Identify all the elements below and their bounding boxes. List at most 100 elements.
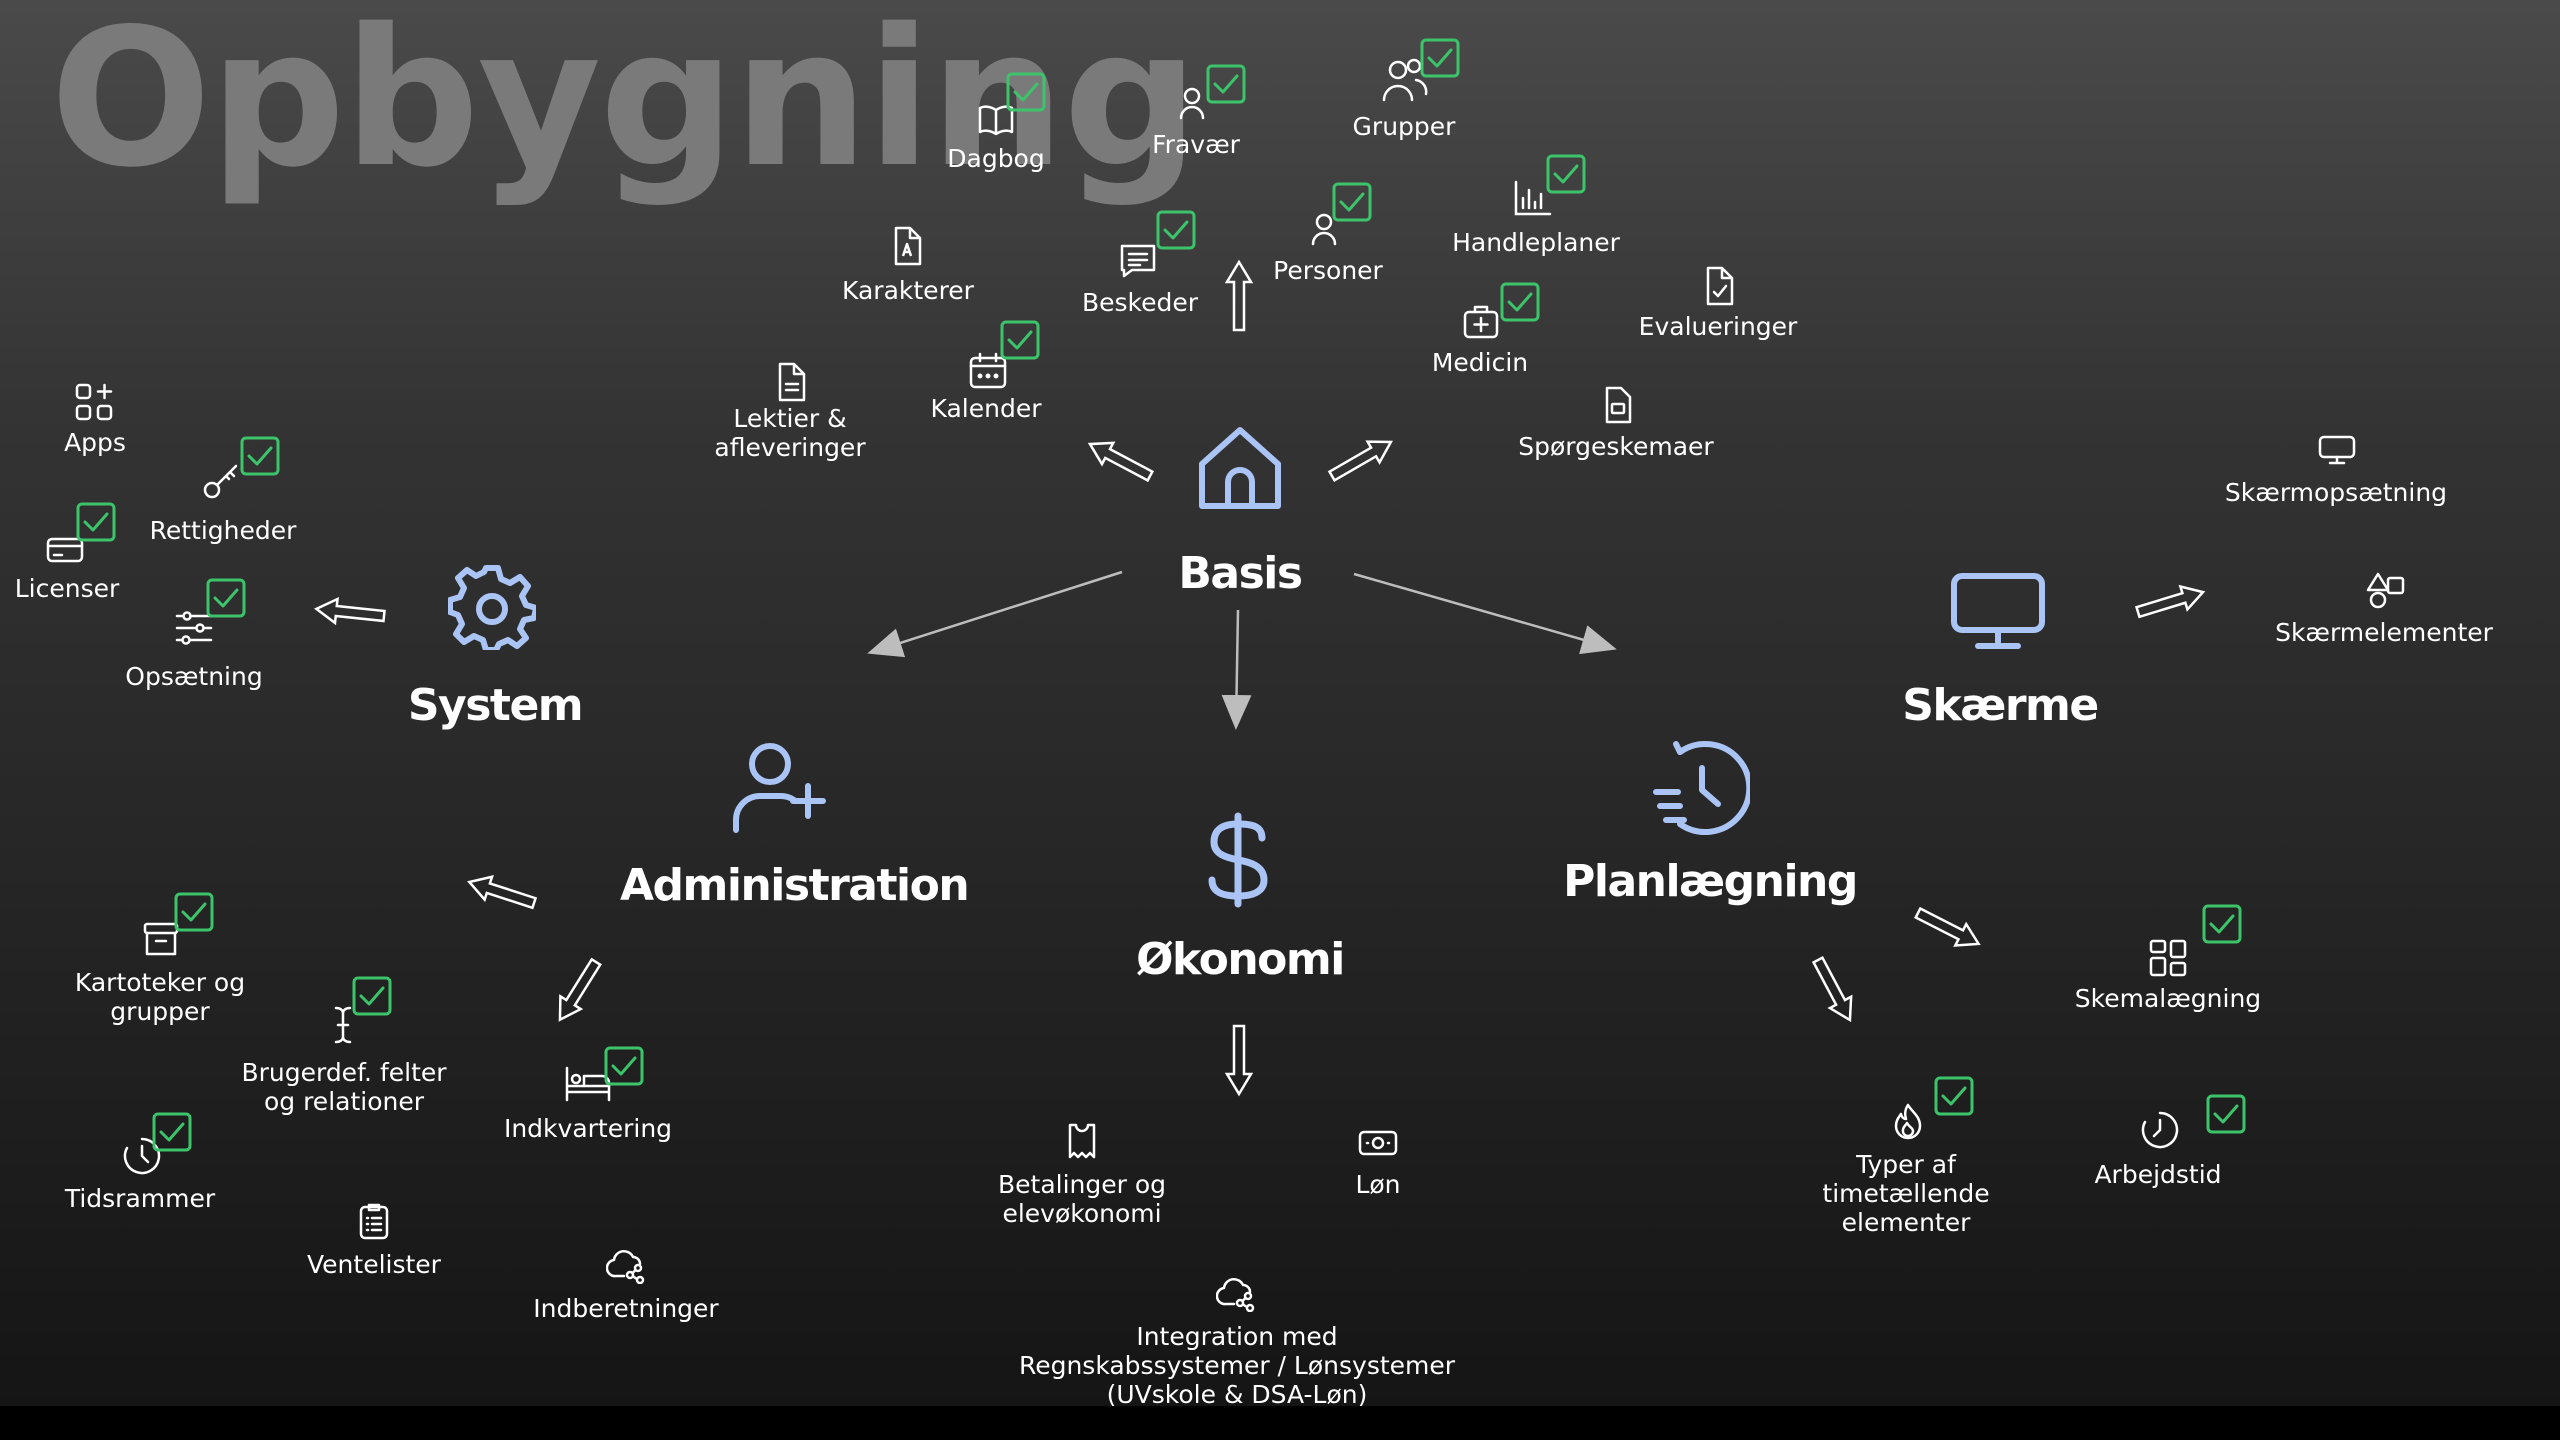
- clock-history-icon: [1650, 738, 1750, 838]
- hub-okonomi[interactable]: Økonomi: [1120, 934, 1360, 985]
- block-arrow-okonomi-down: [1224, 1024, 1254, 1097]
- cloud-share-icon: [606, 1248, 648, 1284]
- person-icon: [1178, 86, 1206, 120]
- arrow-basis-to-okonomi: [1221, 609, 1252, 730]
- receipt-icon: [1066, 1122, 1098, 1160]
- people-icon: [1380, 54, 1430, 104]
- hub-system[interactable]: System: [380, 680, 610, 731]
- home-icon: [1192, 420, 1288, 516]
- monitor-small-icon: [2318, 434, 2356, 466]
- check-icon: [1156, 210, 1196, 254]
- item-betalinger[interactable]: Betalinger og elevøkonomi: [960, 1170, 1204, 1228]
- apps-icon: [74, 382, 114, 422]
- item-label: Fravær: [1152, 130, 1240, 159]
- bar-chart-icon: [1512, 180, 1552, 218]
- item-spoergeskemaer[interactable]: Spørgeskemaer: [1516, 432, 1716, 461]
- item-evalueringer[interactable]: Evalueringer: [1618, 312, 1818, 341]
- item-label: Lektier & afleveringer: [714, 404, 866, 462]
- check-icon: [240, 436, 280, 480]
- item-medicin[interactable]: Medicin: [1380, 348, 1580, 377]
- item-grupper[interactable]: Grupper: [1304, 112, 1504, 141]
- item-label: Arbejdstid: [2094, 1160, 2222, 1189]
- item-loen[interactable]: Løn: [1278, 1170, 1478, 1199]
- item-label: Typer af timetællende elementer: [1822, 1150, 1990, 1237]
- arrow-basis-to-administration: [867, 570, 1123, 658]
- item-apps[interactable]: Apps: [0, 428, 190, 457]
- shapes-icon: [2366, 570, 2406, 610]
- user-plus-icon: [730, 740, 826, 836]
- item-opsaetning[interactable]: Opsætning: [94, 662, 294, 691]
- clock-icon: [2140, 1110, 2180, 1150]
- form-icon: [1602, 386, 1632, 424]
- check-icon: [1206, 64, 1246, 108]
- item-handleplaner[interactable]: Handleplaner: [1436, 228, 1636, 257]
- item-skaermelementer[interactable]: Skærmelementer: [2264, 618, 2504, 647]
- item-beskeder[interactable]: Beskeder: [1040, 288, 1240, 317]
- item-fravaer[interactable]: Fravær: [1096, 130, 1296, 159]
- item-kalender[interactable]: Kalender: [886, 394, 1086, 423]
- item-skaermopsaetning[interactable]: Skærmopsætning: [2216, 478, 2456, 507]
- flame-icon: [1890, 1102, 1926, 1140]
- hub-administration[interactable]: Administration: [620, 860, 970, 911]
- item-integration[interactable]: Integration med Regnskabssystemer / Løns…: [1000, 1322, 1474, 1409]
- check-icon: [1332, 182, 1372, 226]
- block-arrow-skaerme-right: [2134, 584, 2206, 619]
- item-label: Licenser: [14, 574, 120, 603]
- item-label: Brugerdef. felter og relationer: [241, 1058, 447, 1116]
- item-personer[interactable]: Personer: [1228, 256, 1428, 285]
- grade-doc-icon: [890, 226, 922, 266]
- check-icon: [604, 1046, 644, 1090]
- item-label: Indkvartering: [503, 1114, 673, 1143]
- check-icon: [1000, 320, 1040, 364]
- item-label: Skærmopsætning: [2224, 478, 2448, 507]
- item-label: Løn: [1355, 1170, 1401, 1199]
- doc-check-icon: [1702, 266, 1734, 306]
- item-tidsrammer[interactable]: Tidsrammer: [40, 1184, 240, 1213]
- item-label: Personer: [1273, 256, 1383, 285]
- item-rettigheder[interactable]: Rettigheder: [123, 516, 323, 545]
- check-icon: [76, 502, 116, 546]
- item-label: Evalueringer: [1638, 312, 1798, 341]
- item-ventelister[interactable]: Ventelister: [274, 1250, 474, 1279]
- hub-label: Planlægning: [1563, 856, 1858, 907]
- item-kartoteker[interactable]: Kartoteker og grupper: [60, 968, 260, 1026]
- hub-skaerme[interactable]: Skærme: [1880, 680, 2120, 731]
- item-label: Karakterer: [842, 276, 974, 305]
- gear-icon: [448, 562, 536, 650]
- hub-label: Økonomi: [1136, 934, 1345, 985]
- item-dagbog[interactable]: Dagbog: [896, 144, 1096, 173]
- item-label: Opsætning: [125, 662, 263, 691]
- item-typer[interactable]: Typer af timetællende elementer: [1796, 1150, 2016, 1237]
- block-arrow-basis-upright: [1327, 440, 1393, 483]
- block-arrow-basis-up: [1224, 259, 1254, 332]
- text-cursor-icon: [326, 1004, 360, 1046]
- item-indkvartering[interactable]: Indkvartering: [488, 1114, 688, 1143]
- clipboard-list-icon: [358, 1202, 390, 1240]
- item-skemalaegning[interactable]: Skemalægning: [2058, 984, 2278, 1013]
- arrow-basis-to-planlaegning: [1353, 572, 1617, 655]
- item-indberetninger[interactable]: Indberetninger: [526, 1294, 726, 1323]
- item-brugerdef[interactable]: Brugerdef. felter og relationer: [224, 1058, 464, 1116]
- check-icon: [2202, 904, 2242, 948]
- item-karakterer[interactable]: Karakterer: [808, 276, 1008, 305]
- item-label: Apps: [64, 428, 126, 457]
- check-icon: [206, 578, 246, 622]
- item-label: Dagbog: [947, 144, 1045, 173]
- layout-icon: [2148, 938, 2188, 978]
- hub-label: Administration: [620, 860, 970, 911]
- check-icon: [2206, 1094, 2246, 1138]
- check-icon: [1420, 38, 1460, 82]
- hub-planlaegning[interactable]: Planlægning: [1560, 856, 1860, 907]
- item-licenser[interactable]: Licenser: [0, 574, 134, 603]
- item-label: Kalender: [930, 394, 1042, 423]
- item-arbejdstid[interactable]: Arbejdstid: [2058, 1160, 2258, 1189]
- item-label: Rettigheder: [149, 516, 297, 545]
- item-lektier[interactable]: Lektier & afleveringer: [690, 404, 890, 462]
- hub-basis[interactable]: Basis: [1140, 548, 1340, 599]
- card-icon: [46, 536, 84, 564]
- item-label: Spørgeskemaer: [1518, 432, 1714, 461]
- key-icon: [202, 460, 242, 500]
- check-icon: [1006, 72, 1046, 116]
